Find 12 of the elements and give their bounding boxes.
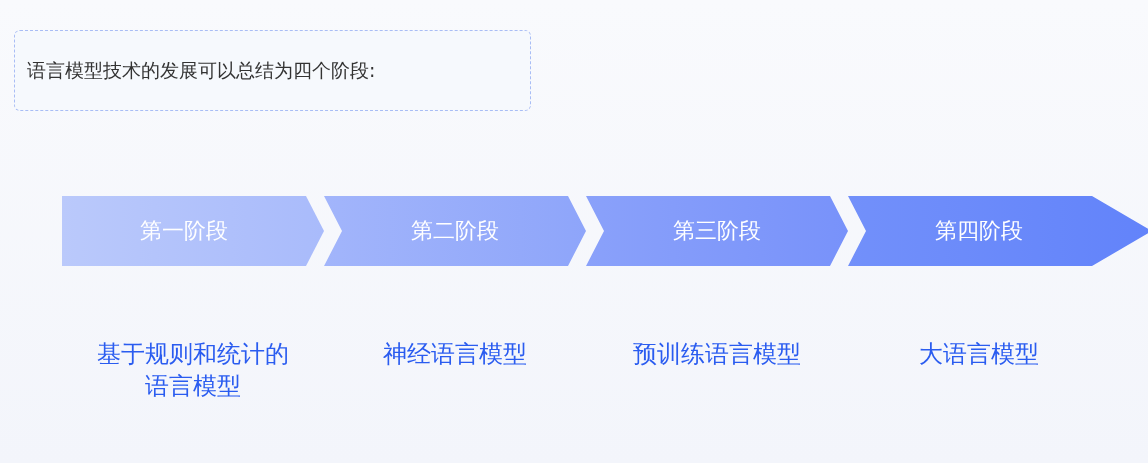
stage-description: 神经语言模型 [382,339,528,370]
stage-description: 基于规则和统计的语言模型 [96,339,290,403]
stage-banner [62,196,324,266]
stage-banner [848,196,1148,266]
note-box [14,30,531,111]
stage-description: 大语言模型 [918,339,1040,370]
stage-label: 第四阶段 [935,217,1023,245]
stage-label: 第一阶段 [140,217,228,245]
intro-text: 语言模型技术的发展可以总结为四个阶段: [27,57,376,83]
stage-label: 第三阶段 [673,217,761,245]
stage-label: 第二阶段 [411,217,499,245]
stage-description: 预训练语言模型 [632,339,802,370]
